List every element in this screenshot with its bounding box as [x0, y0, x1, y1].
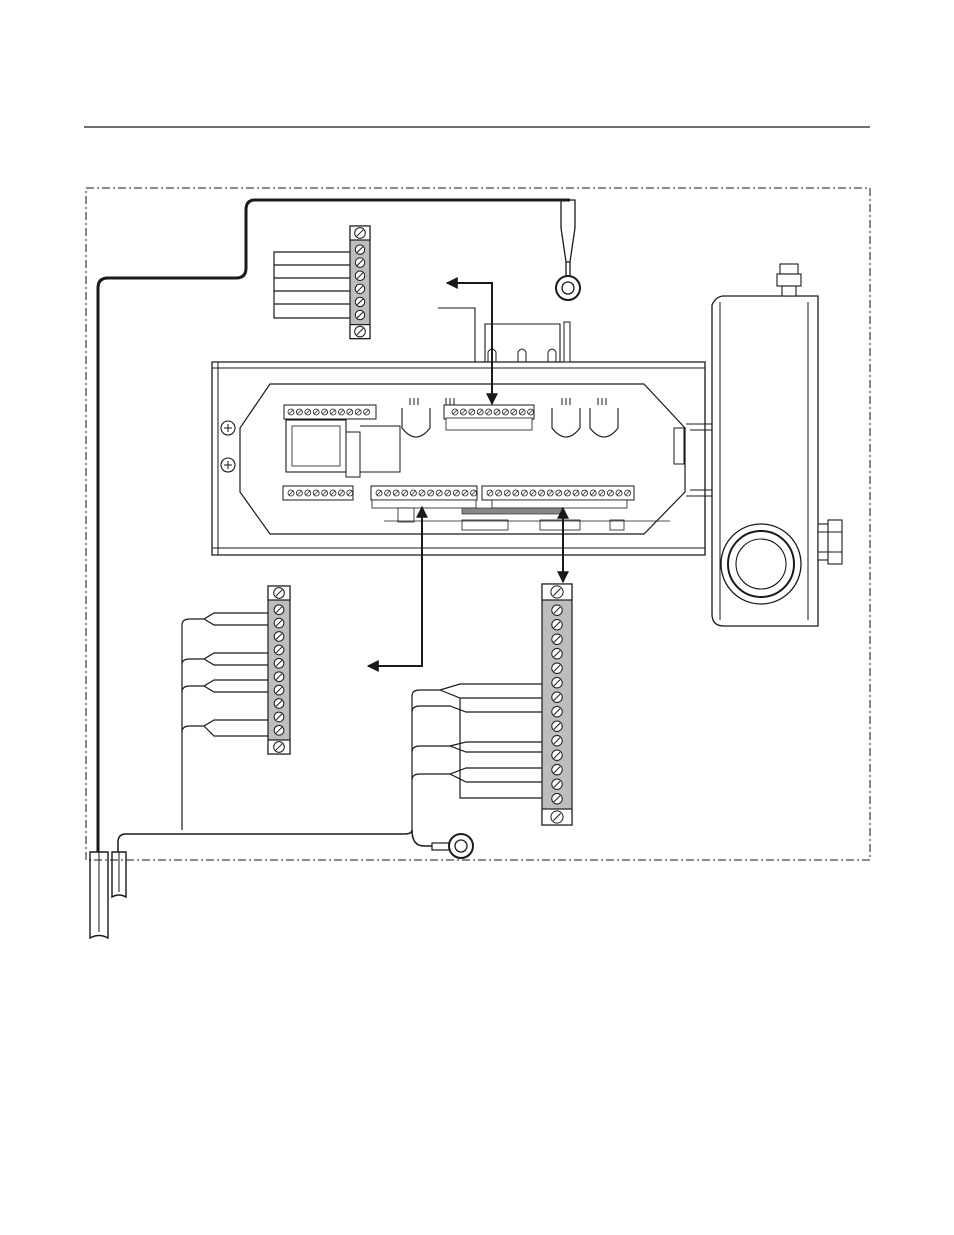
terminal-block-right: [412, 684, 542, 830]
sensor-module: [712, 264, 842, 626]
tb-top-body: [350, 226, 370, 339]
terminal-block-top: [274, 252, 350, 318]
callout-arrow-left: [368, 507, 422, 666]
tb-right-body: [542, 584, 572, 825]
terminal-block-left: [182, 613, 268, 830]
cable-ends: [90, 852, 126, 938]
electronics-housing: [212, 308, 712, 555]
secondary-cable: [118, 830, 473, 858]
tb-left-body: [268, 586, 290, 754]
terminal-block-bodies: [268, 226, 572, 825]
callout-arrows: [368, 283, 563, 666]
